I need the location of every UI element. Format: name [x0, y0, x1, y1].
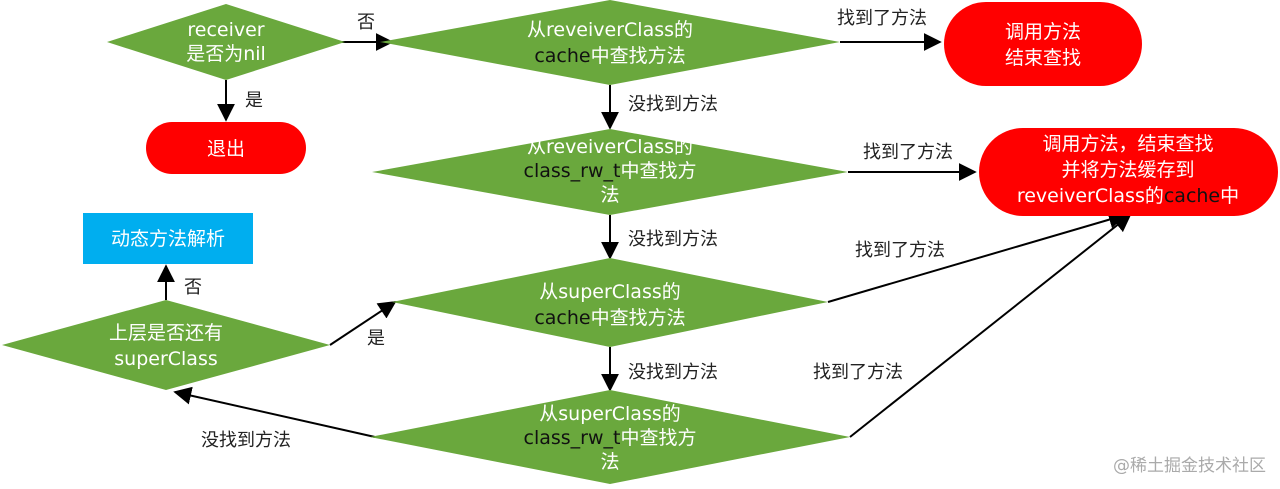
edge-label-notfound-4: 没找到方法 — [201, 430, 291, 451]
terminal-call-end-label: 调用方法结束查找 — [1005, 21, 1081, 69]
edge-label-found-4: 找到了方法 — [813, 362, 903, 383]
node-text-segment: 中查找方法 — [591, 45, 686, 67]
terminal-exit: 退出 — [146, 122, 306, 174]
node-text-segment: 从superClass的 — [539, 403, 681, 425]
node-text-segment: class_rw_t — [524, 427, 621, 449]
node-text-segment: 法 — [600, 184, 619, 206]
node-text-segment: superClass — [114, 348, 218, 370]
decision-cache-lookup: 从reveiverClass的 cache中查找方法 — [380, 0, 840, 85]
node-text-segment: 从reveiverClass的 — [527, 19, 693, 41]
terminal-call-cache-shape — [979, 128, 1278, 216]
node-text-segment: 中查找方法 — [591, 307, 686, 329]
decision-super-cache-lookup-shape — [392, 258, 828, 347]
decision-super-cache-lookup-label: 从superClass的 cache中查找方法 — [534, 281, 685, 329]
edge-label-found-2: 找到了方法 — [863, 142, 953, 163]
edges — [157, 33, 1132, 438]
node-text-segment: 从reveiverClass的 — [527, 136, 693, 158]
edge-label-notfound-1: 没找到方法 — [628, 94, 718, 115]
terminal-exit-label: 退出 — [207, 138, 245, 160]
node-text-segment: 从superClass的 — [539, 281, 681, 303]
edge-super-cache-to-call-cache — [827, 210, 1127, 303]
node-text-segment: receiver — [187, 19, 264, 41]
decision-super-rw-lookup-shape — [370, 390, 850, 484]
edge-has-super-to-super-cache — [329, 301, 397, 346]
terminal-call-end-shape — [944, 2, 1142, 86]
decision-receiver-nil-shape — [107, 4, 345, 80]
decision-super-cache-lookup: 从superClass的 cache中查找方法 — [392, 258, 828, 347]
node-text-segment: class_rw_t — [524, 160, 621, 182]
edge-label-found-1: 找到了方法 — [837, 8, 927, 29]
node-text-segment: 中 — [1220, 185, 1239, 207]
node-text-segment: reveiverClass的 — [1017, 185, 1164, 207]
terminal-call-end: 调用方法结束查找 — [944, 2, 1142, 86]
decision-has-superclass-shape — [2, 300, 330, 390]
node-text-segment: 法 — [600, 451, 619, 473]
terminal-call-cache: 调用方法，结束查找并将方法缓存到 reveiverClass的cache中 — [979, 128, 1278, 216]
edge-super-rw-to-has-super — [173, 386, 376, 438]
edge-labels: 否 是 找到了方法 没找到方法 找到了方法 没找到方法 找到了方法 没找到方法 … — [184, 8, 953, 451]
terminal-call-cache-label: 调用方法，结束查找并将方法缓存到 reveiverClass的cache中 — [1017, 133, 1239, 207]
node-text-segment: cache — [534, 45, 590, 67]
node-text-segment: 中查找方 — [620, 160, 696, 182]
edge-label-notfound-3: 没找到方法 — [628, 362, 718, 383]
edge-label-no-2: 否 — [184, 277, 202, 298]
terminal-exit-shape — [146, 122, 306, 174]
node-text-segment: cache — [1164, 185, 1220, 207]
node-text-segment: 动态方法解析 — [111, 228, 225, 250]
edge-label-yes-2: 是 — [367, 328, 385, 349]
decision-has-superclass-label: 上层是否还有 superClass — [109, 322, 223, 370]
decision-cache-lookup-shape — [380, 0, 840, 85]
node-text-segment: 结束查找 — [1005, 47, 1081, 69]
edge-label-notfound-2: 没找到方法 — [628, 229, 718, 250]
node-text-segment: 调用方法 — [1005, 21, 1081, 43]
watermark-text: @稀土掘金技术社区 — [1113, 456, 1266, 476]
node-text-segment: cache — [534, 307, 590, 329]
decision-cache-lookup-label: 从reveiverClass的 cache中查找方法 — [527, 19, 693, 67]
node-text-segment: 调用方法，结束查找 — [1042, 133, 1213, 155]
decision-rw-lookup-shape — [372, 129, 848, 215]
edge-label-no-1: 否 — [357, 12, 375, 33]
node-text-segment: 是否为nil — [186, 43, 266, 65]
decision-has-superclass: 上层是否还有 superClass — [2, 300, 330, 390]
edge-label-found-3: 找到了方法 — [855, 240, 945, 261]
node-text-segment: 退出 — [207, 138, 245, 160]
edge-label-yes-1: 是 — [245, 90, 263, 111]
node-text-segment: 中查找方 — [620, 427, 696, 449]
node-text-segment: 并将方法缓存到 — [1061, 159, 1194, 181]
process-dynamic-resolve: 动态方法解析 — [83, 213, 253, 264]
node-text-segment: 上层是否还有 — [109, 322, 223, 344]
edge-super-rw-to-call-cache — [849, 213, 1132, 438]
process-dynamic-resolve-label: 动态方法解析 — [111, 228, 225, 250]
process-dynamic-resolve-shape — [83, 213, 253, 264]
